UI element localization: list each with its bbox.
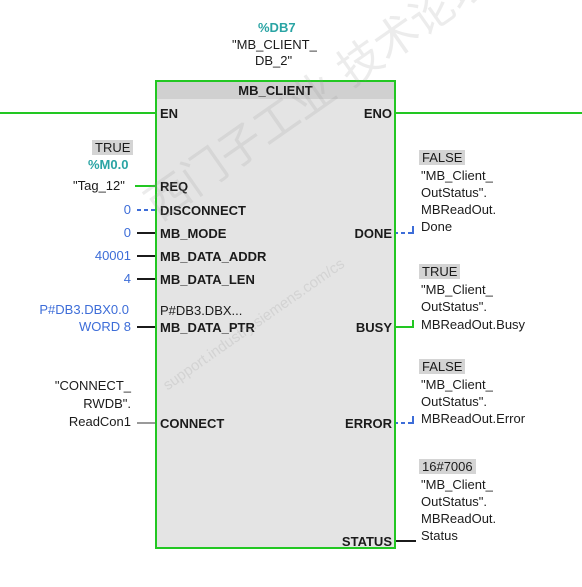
pin-mb-data-len: MB_DATA_LEN [160,272,255,287]
pin-eno: ENO [363,106,392,121]
done-monitor-value: FALSE [419,150,466,165]
status-tag-line1[interactable]: "MB_Client_ [421,477,493,492]
done-tag-line4[interactable]: Done [421,219,453,234]
pin-busy: BUSY [355,320,392,335]
busy-monitor-value: TRUE [419,264,461,279]
pin-mb-data-ptr-hint: P#DB3.DBX... [160,303,243,318]
req-address[interactable]: %M0.0 [88,157,129,172]
error-tag-line2[interactable]: OutStatus". [421,394,488,409]
mb-mode-value[interactable]: 0 [123,225,131,240]
mb-data-len-value[interactable]: 4 [123,271,131,286]
pin-en: EN [160,106,179,121]
done-tag-line1[interactable]: "MB_Client_ [421,168,493,183]
pin-connect: CONNECT [160,416,225,431]
pin-mb-mode: MB_MODE [160,226,227,241]
pin-error: ERROR [345,416,392,431]
busy-tag-line3[interactable]: MBReadOut.Busy [421,317,526,332]
connect-tag-line2[interactable]: RWDB". [83,396,131,411]
connect-tag-line3[interactable]: ReadCon1 [68,414,131,429]
connect-tag-line1[interactable]: "CONNECT_ [54,378,131,393]
busy-tag-line1[interactable]: "MB_Client_ [421,282,493,297]
instance-db-name-line2[interactable]: DB_2" [255,53,293,68]
instance-db-name-line1[interactable]: "MB_CLIENT_ [232,37,317,52]
req-tag[interactable]: "Tag_12" [73,178,125,193]
done-tag-line3[interactable]: MBReadOut. [421,202,497,217]
mb-data-ptr-value-line2[interactable]: WORD 8 [79,319,131,334]
pin-mb-data-ptr: MB_DATA_PTR [160,320,255,335]
instance-db-number: %DB7 [258,20,296,35]
done-tag-line2[interactable]: OutStatus". [421,185,488,200]
pin-done: DONE [354,226,392,241]
status-tag-line3[interactable]: MBReadOut. [421,511,497,526]
busy-tag-line2[interactable]: OutStatus". [421,299,488,314]
block-title: MB_CLIENT [157,82,394,99]
pin-status: STATUS [341,534,392,549]
error-monitor-value: FALSE [419,359,466,374]
pin-req: REQ [160,179,189,194]
pin-disconnect: DISCONNECT [160,203,246,218]
status-tag-line4[interactable]: Status [421,528,458,543]
disconnect-value[interactable]: 0 [123,202,131,217]
req-monitor-value: TRUE [92,140,133,155]
mb-data-ptr-value-line1[interactable]: P#DB3.DBX0.0 [39,302,129,317]
mb-data-addr-value[interactable]: 40001 [94,248,131,263]
status-tag-line2[interactable]: OutStatus". [421,494,488,509]
status-monitor-value: 16#7006 [419,459,476,474]
error-tag-line3[interactable]: MBReadOut.Error [421,411,526,426]
pin-mb-data-addr: MB_DATA_ADDR [160,249,267,264]
error-tag-line1[interactable]: "MB_Client_ [421,377,493,392]
mb-client-block[interactable]: MB_CLIENT [155,80,396,549]
